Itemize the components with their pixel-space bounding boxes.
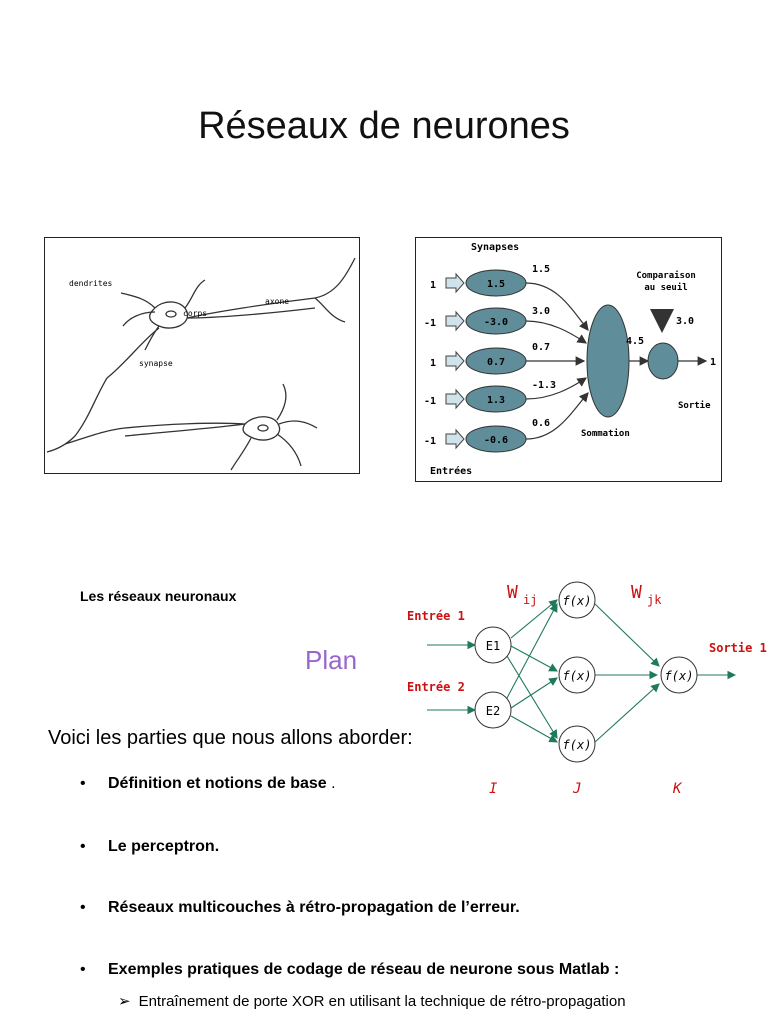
bullet-marker: • — [80, 961, 86, 978]
hidden-node-3: f(x) — [558, 725, 596, 763]
plan-heading: Plan — [305, 645, 358, 675]
threshold-value: 3.0 — [676, 316, 694, 327]
bullet-text: Définition et notions de base — [108, 775, 327, 792]
svg-text:W: W — [507, 582, 518, 603]
connection-arrows — [525, 282, 708, 440]
upper-cell-body — [148, 301, 189, 329]
svg-text:E1: E1 — [486, 639, 500, 653]
arrow-bullet-icon: ➢ — [118, 993, 131, 1010]
bullet-text: Réseaux multicouches à rétro-propagation… — [108, 899, 520, 916]
bullet-suffix: . — [326, 775, 336, 792]
svg-text:W: W — [631, 582, 642, 603]
input-node-e1: E1 — [474, 626, 512, 664]
input-row-1: 1 1.5 1.5 — [430, 264, 550, 297]
input-row-5: -1 -0.6 0.6 — [424, 418, 550, 453]
list-item: • Définition et notions de base . — [80, 775, 336, 793]
dendrites-label: dendrites — [69, 279, 113, 288]
list-item: • Le perceptron. — [80, 838, 219, 856]
summation-node — [586, 304, 630, 418]
entrees-label: Entrées — [430, 465, 472, 477]
list-item: • Exemples pratiques de codage de réseau … — [80, 961, 619, 979]
input-value: 1 — [430, 280, 436, 291]
axone-label: axone — [265, 297, 289, 306]
bullet-marker: • — [80, 899, 86, 916]
wjk-label: W jk — [631, 582, 662, 607]
entree1-label: Entrée 1 — [407, 609, 465, 623]
weight-value: -0.6 — [484, 435, 508, 446]
sub-bullet-text: Entraînement de porte XOR en utilisant l… — [138, 993, 626, 1010]
mlp-drawing: W ij W jk Entrée 1 Entrée 2 Sortie 1 E1 — [407, 581, 767, 797]
sortie-label: Sortie — [678, 400, 711, 411]
neuron-drawing: dendrites corps axone synapse — [46, 257, 356, 471]
output-value: 1 — [710, 357, 716, 368]
product-value: 3.0 — [532, 306, 550, 317]
svg-text:jk: jk — [647, 593, 662, 607]
weight-value: 1.3 — [487, 395, 505, 406]
multilayer-network-diagram: W ij W jk Entrée 1 Entrée 2 Sortie 1 E1 — [395, 570, 768, 805]
input-node-e2: E2 — [474, 691, 512, 729]
au-seuil-label: au seuil — [644, 282, 687, 293]
hidden-node-2: f(x) — [558, 656, 596, 694]
input-row-2: -1 -3.0 3.0 — [424, 306, 550, 335]
sub-list-item: ➢ Entraînement de porte XOR en utilisant … — [118, 990, 678, 1014]
product-value: 1.5 — [532, 264, 550, 275]
bullet-text: Exemples pratiques de codage de réseau d… — [108, 961, 620, 978]
svg-text:f(x): f(x) — [563, 669, 592, 683]
product-value: -1.3 — [532, 380, 556, 391]
input-row-4: -1 1.3 -1.3 — [424, 380, 556, 413]
synapses-label: Synapses — [471, 242, 519, 253]
list-item: • Réseaux multicouches à rétro-propagatio… — [80, 899, 520, 917]
intro-text: Voici les parties que nous allons aborde… — [48, 727, 413, 749]
product-value: 0.6 — [532, 418, 550, 429]
input-value: -1 — [424, 318, 436, 329]
page-title: Réseaux de neurones — [198, 105, 570, 147]
entree2-label: Entrée 2 — [407, 680, 465, 694]
layer-j-label: J — [572, 781, 581, 797]
svg-text:ij: ij — [523, 593, 537, 607]
section-subtitle: Les réseaux neuronaux — [80, 588, 237, 604]
perceptron-drawing: Synapses Entrées 1 1.5 1.5 -1 -3.0 3.0 1… — [424, 242, 716, 477]
weight-value: 1.5 — [487, 279, 505, 290]
lower-cell-body — [242, 416, 281, 441]
product-value: 0.7 — [532, 342, 550, 353]
bullet-marker: • — [80, 838, 86, 855]
output-node: f(x) — [660, 656, 698, 694]
svg-text:E2: E2 — [486, 704, 500, 718]
synapse-label: synapse — [139, 359, 173, 368]
threshold-node — [647, 342, 679, 380]
weight-value: -3.0 — [484, 317, 508, 328]
comparaison-label: Comparaison — [636, 270, 696, 281]
input-value: 1 — [430, 358, 436, 369]
sommation-label: Sommation — [581, 428, 630, 439]
svg-text:f(x): f(x) — [563, 594, 592, 608]
network-edges — [427, 599, 737, 743]
hidden-node-1: f(x) — [558, 581, 596, 619]
corps-label: corps — [183, 309, 207, 318]
neuron-illustration: dendrites corps axone synapse — [44, 237, 360, 474]
layer-i-label: I — [489, 781, 498, 797]
svg-text:f(x): f(x) — [563, 738, 592, 752]
input-row-3: 1 0.7 0.7 — [430, 342, 550, 375]
svg-text:f(x): f(x) — [665, 669, 694, 683]
bullet-text: Le perceptron. — [108, 838, 220, 855]
sortie1-label: Sortie 1 — [709, 641, 767, 655]
sum-value: 4.5 — [626, 336, 644, 347]
layer-k-label: K — [672, 781, 683, 797]
perceptron-illustration: Synapses Entrées 1 1.5 1.5 -1 -3.0 3.0 1… — [415, 237, 722, 482]
input-value: -1 — [424, 396, 436, 407]
bullet-marker: • — [80, 775, 86, 792]
input-value: -1 — [424, 436, 436, 447]
weight-value: 0.7 — [487, 357, 505, 368]
wij-label: W ij — [507, 582, 537, 607]
